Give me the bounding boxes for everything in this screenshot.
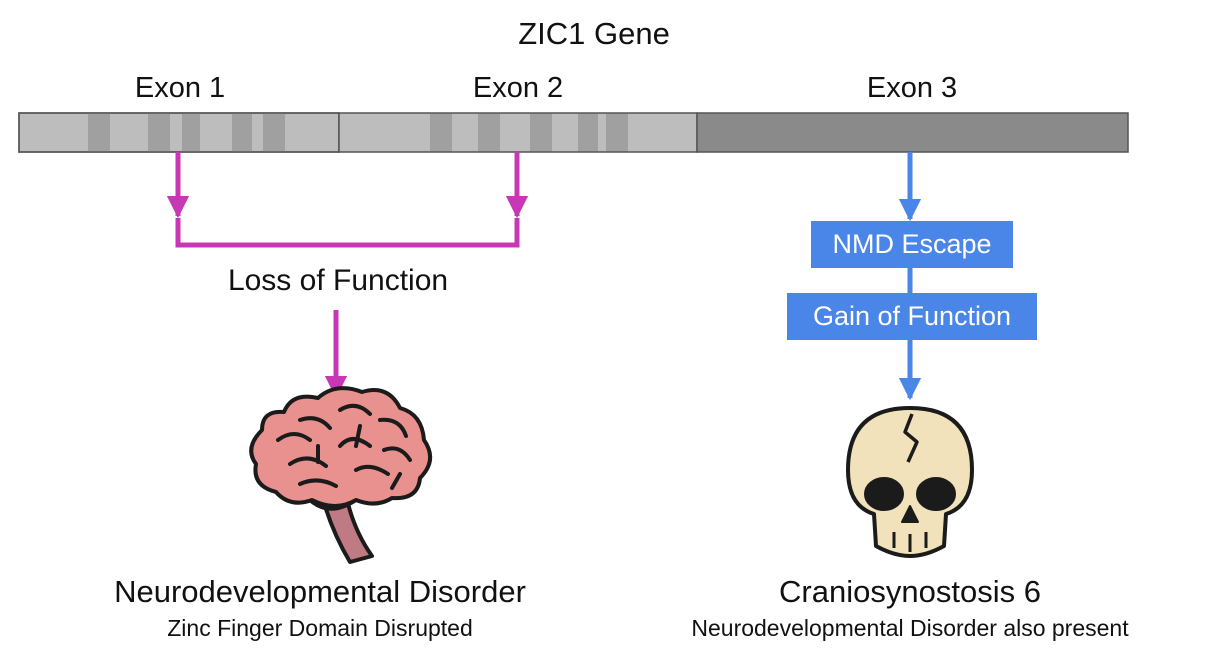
exon-3-label: Exon 3 [866, 72, 958, 104]
gene-title: ZIC1 Gene [518, 16, 670, 51]
exon-1-label: Exon 1 [134, 72, 226, 104]
gain-of-function-box: Gain of Function [787, 293, 1037, 340]
nmd-escape-box: NMD Escape [811, 221, 1013, 268]
loss-of-function-connector [166, 152, 529, 399]
exon-3-segment [696, 112, 1129, 153]
right-outcome-title: Craniosynostosis 6 [779, 574, 1041, 609]
exon-1-segment [18, 112, 340, 153]
skull-icon [846, 406, 974, 558]
exon-2-segment [338, 112, 698, 153]
left-outcome-title: Neurodevelopmental Disorder [114, 574, 526, 609]
exon-2-label: Exon 2 [472, 72, 564, 104]
loss-of-function-label: Loss of Function [227, 264, 449, 297]
brain-icon [249, 386, 432, 564]
left-outcome-subtitle: Zinc Finger Domain Disrupted [167, 615, 473, 641]
right-outcome-subtitle: Neurodevelopmental Disorder also present [691, 615, 1129, 641]
